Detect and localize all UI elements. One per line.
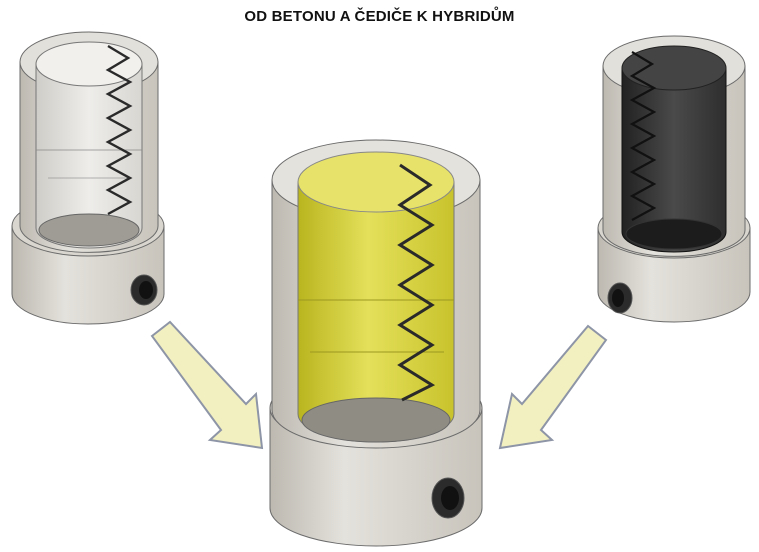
spring-coil — [397, 163, 436, 402]
arrow-left-to-center — [150, 320, 264, 450]
hybrid-lined-pipe — [269, 139, 483, 547]
arrow-right-to-center — [498, 324, 608, 450]
diagram-title: OD BETONU A ČEDIČE K HYBRIDŮM — [244, 8, 515, 25]
basalt-lined-pipe — [597, 35, 751, 323]
concrete-lined-pipe — [11, 31, 165, 325]
spring-coil — [105, 44, 133, 216]
spring-coil — [629, 51, 657, 221]
